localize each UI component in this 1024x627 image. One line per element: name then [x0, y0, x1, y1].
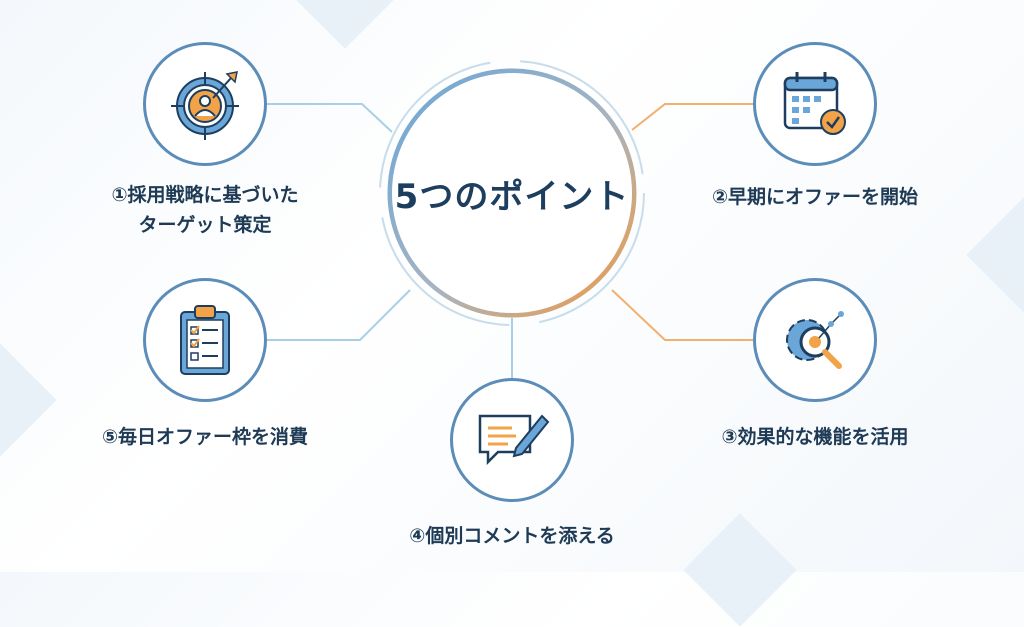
point-3-label: ③効果的な機能を活用	[721, 426, 909, 448]
comment-pen-icon	[478, 414, 550, 466]
point-1-label: ①採用戦略に基づいた ターゲット策定	[111, 180, 298, 240]
connector-5	[267, 289, 411, 341]
point-2-node	[753, 42, 877, 166]
center-title: 5つのポイント	[394, 176, 630, 217]
point-4-label: ④個別コメントを添える	[409, 525, 615, 547]
connector-2	[631, 103, 753, 131]
point-1-label-line2: ターゲット策定	[138, 214, 272, 236]
point-3-node	[753, 278, 877, 402]
point-5-label: ⑤毎日オファー枠を消費	[101, 426, 309, 448]
clipboard-checklist-icon	[180, 305, 230, 375]
point-2-label: ②早期にオファーを開始	[711, 186, 919, 208]
gear-magnifier-icon	[786, 311, 844, 369]
connector-1	[267, 103, 393, 133]
point-1-node	[143, 42, 267, 166]
point-4-node	[450, 378, 574, 502]
point-5-node	[143, 278, 267, 402]
target-person-icon	[171, 71, 239, 140]
connector-3	[611, 289, 753, 341]
center-outer-ring	[379, 60, 645, 326]
calendar-check-icon	[783, 72, 846, 135]
point-1-label-line1: ①採用戦略に基づいた	[111, 184, 299, 206]
center-circle: 5つのポイント	[392, 73, 632, 313]
